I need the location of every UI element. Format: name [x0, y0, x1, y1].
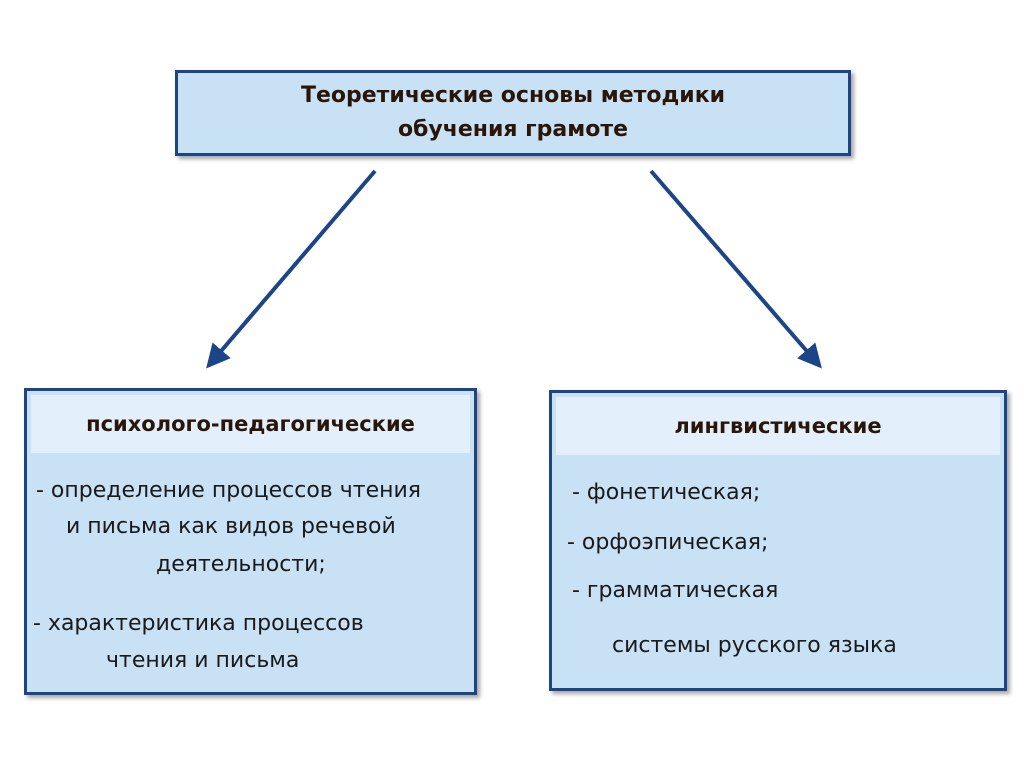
right-item-grammatical: - грамматическая — [572, 578, 779, 603]
linguistic-box: лингвистические - фонетическая; - орфоэп… — [549, 390, 1007, 691]
root-concept-box: Теоретические основы методики обучения г… — [175, 70, 851, 156]
psycho-pedagogical-box: психолого-педагогические - определение п… — [24, 388, 477, 695]
left-item1-line-3: деятельности; — [156, 552, 326, 577]
left-item1-line-1: - определение процессов чтения — [36, 478, 422, 503]
psycho-pedagogical-header: психолого-педагогические — [31, 395, 470, 453]
root-title-line-2: обучения грамоте — [397, 117, 629, 142]
left-item2-line-1: - характеристика процессов — [33, 611, 364, 636]
arrow-to-right-box — [649, 169, 822, 369]
right-item-orthoepic: - орфоэпическая; — [567, 530, 769, 555]
root-title-line-1: Теоретические основы методики — [300, 83, 726, 108]
arrow-to-left-box — [206, 169, 377, 369]
left-item1-line-2: и письма как видов речевой — [66, 514, 396, 539]
right-item-phonetic: - фонетическая; — [572, 480, 761, 505]
linguistic-header: лингвистические — [556, 397, 1000, 455]
left-item2-line-2: чтения и письма — [106, 648, 300, 673]
right-footer-text: системы русского языка — [612, 633, 897, 658]
